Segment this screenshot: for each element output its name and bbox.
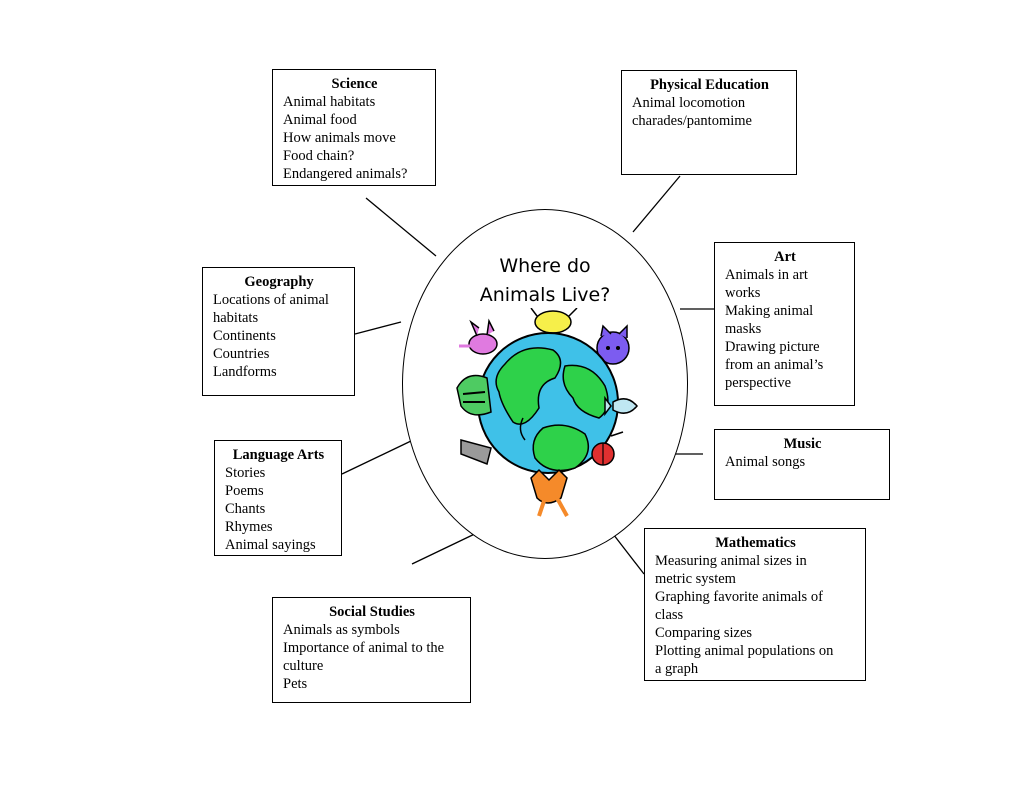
list-item: perspective (725, 375, 792, 391)
list-item: Animal habitats (283, 94, 376, 110)
geography-box: Geography Locations of animal habitats C… (202, 267, 355, 396)
center-oval: Where do Animals Live? (402, 209, 688, 559)
list-item: Drawing picture (725, 339, 820, 355)
list-item: charades/pantomime (632, 113, 752, 129)
language-arts-box: Language Arts Stories Poems Chants Rhyme… (214, 440, 342, 556)
orange-cat-icon (530, 468, 569, 517)
music-box: Music Animal songs (714, 429, 890, 500)
physical-education-box: Physical Education Animal locomotion cha… (621, 70, 797, 175)
list-item: Stories (225, 465, 266, 481)
list-item: Endangered animals? (283, 166, 408, 182)
art-box: Art Animals in art works Making animal m… (714, 242, 855, 406)
connector-language-arts (341, 440, 412, 475)
box-heading: Art (774, 249, 796, 265)
box-heading: Music (783, 436, 822, 452)
list-item: Animal locomotion (632, 95, 746, 111)
center-title-line-1: Where do (499, 255, 591, 277)
list-item: Animal food (283, 112, 357, 128)
list-item: Rhymes (225, 519, 273, 535)
connector-social-studies (411, 529, 484, 565)
list-item: habitats (213, 310, 259, 326)
list-item: Animals in art (725, 267, 808, 283)
list-item: Pets (283, 676, 308, 692)
list-item: a graph (655, 661, 699, 677)
list-item: from an animal’s (725, 357, 824, 373)
center-title: Where do Animals Live? (403, 252, 687, 310)
connector-physical-education (632, 175, 681, 233)
list-item: Animal sayings (225, 537, 316, 553)
raccoon-icon (456, 374, 492, 416)
gray-animal-icon (460, 439, 492, 466)
mathematics-box: Mathematics Measuring animal sizes in me… (644, 528, 866, 681)
list-item: Making animal (725, 303, 814, 319)
list-item: Food chain? (283, 148, 355, 164)
list-item: Landforms (213, 364, 277, 380)
list-item: Chants (225, 501, 266, 517)
box-heading: Language Arts (232, 447, 325, 463)
list-item: metric system (655, 571, 736, 587)
fish-icon (604, 395, 638, 417)
connector-science (365, 197, 437, 257)
center-title-line-2: Animals Live? (479, 284, 611, 306)
list-item: Plotting animal populations on (655, 643, 834, 659)
rabbit-icon (459, 318, 498, 355)
box-heading: Geography (244, 274, 314, 290)
list-item: Countries (213, 346, 270, 362)
list-item: Continents (213, 328, 276, 344)
list-item: class (655, 607, 684, 623)
list-item: Importance of animal to the (283, 640, 445, 656)
list-item: Poems (225, 483, 264, 499)
box-heading: Social Studies (329, 604, 415, 620)
connector-geography (354, 321, 402, 335)
connector-mathematics (609, 529, 645, 575)
social-studies-box: Social Studies Animals as symbols Import… (272, 597, 471, 703)
list-item: works (725, 285, 761, 301)
box-heading: Science (331, 76, 378, 92)
box-heading: Mathematics (715, 535, 796, 551)
list-item: masks (725, 321, 762, 337)
list-item: culture (283, 658, 324, 674)
list-item: Animals as symbols (283, 622, 400, 638)
list-item: Graphing favorite animals of (655, 589, 823, 605)
bird-icon (530, 308, 578, 334)
cat-icon (596, 324, 630, 365)
science-box: Science Animal habitats Animal food How … (272, 69, 436, 186)
list-item: How animals move (283, 130, 396, 146)
list-item: Comparing sizes (655, 625, 753, 641)
list-item: Locations of animal (213, 292, 329, 308)
list-item: Measuring animal sizes in (655, 553, 807, 569)
globe-with-animals-icon (456, 308, 638, 517)
list-item: Animal songs (725, 454, 806, 470)
ladybug-icon (591, 431, 624, 466)
box-heading: Physical Education (650, 77, 769, 93)
